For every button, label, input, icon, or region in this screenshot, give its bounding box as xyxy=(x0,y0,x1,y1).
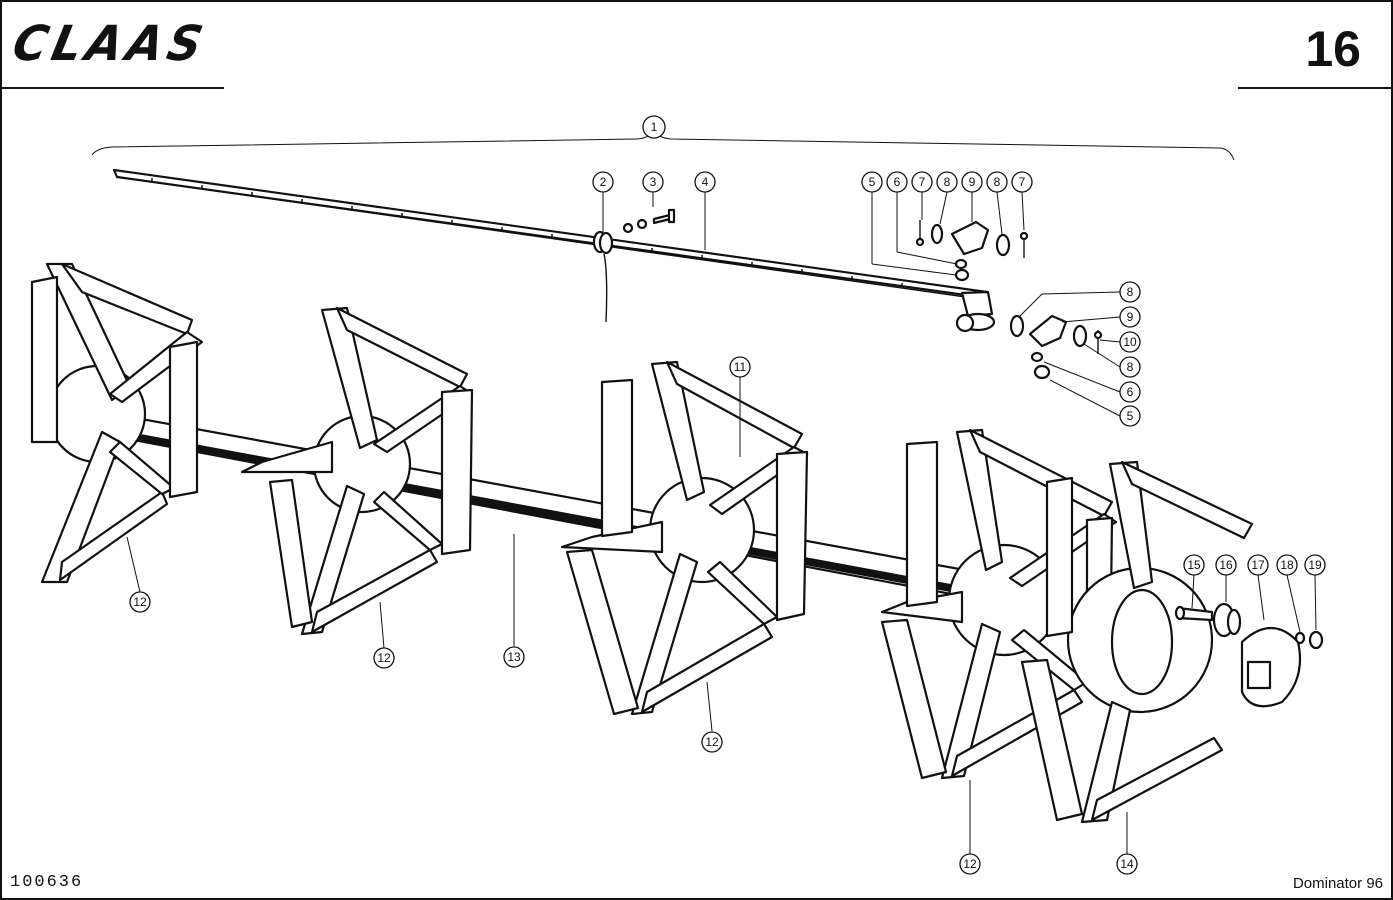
callout-4: 4 xyxy=(694,171,716,193)
callout-6b: 6 xyxy=(1119,381,1141,403)
callout-8d: 8 xyxy=(1119,356,1141,378)
callout-18: 18 xyxy=(1276,554,1298,576)
svg-text:7: 7 xyxy=(1019,175,1026,189)
svg-text:12: 12 xyxy=(133,595,147,609)
svg-text:5: 5 xyxy=(869,175,876,189)
svg-text:8: 8 xyxy=(944,175,951,189)
callout-2: 2 xyxy=(592,171,614,193)
svg-text:15: 15 xyxy=(1187,558,1201,572)
document-id: 100636 xyxy=(10,873,84,892)
callout-8a: 8 xyxy=(936,171,958,193)
svg-text:12: 12 xyxy=(377,651,391,665)
svg-text:6: 6 xyxy=(894,175,901,189)
callout-12d: 12 xyxy=(959,853,981,875)
svg-text:7: 7 xyxy=(919,175,926,189)
callout-1: 1 xyxy=(642,115,666,139)
callout-9b: 9 xyxy=(1119,306,1141,328)
svg-text:8: 8 xyxy=(1127,285,1134,299)
machine-model: Dominator 96 xyxy=(1292,875,1383,892)
callout-9a: 9 xyxy=(961,171,983,193)
reel-end-spider xyxy=(1020,460,1254,824)
callout-5b: 5 xyxy=(1119,405,1141,427)
callout-14: 14 xyxy=(1116,853,1138,875)
callout-10: 10 xyxy=(1119,331,1141,353)
drive-hardware xyxy=(1174,602,1324,708)
callout-5a: 5 xyxy=(861,171,883,193)
callout-16: 16 xyxy=(1215,554,1237,576)
svg-text:13: 13 xyxy=(507,650,521,664)
svg-text:11: 11 xyxy=(734,360,747,374)
svg-text:17: 17 xyxy=(1251,558,1265,572)
reel-spider-3 xyxy=(560,360,809,716)
svg-text:3: 3 xyxy=(650,175,657,189)
callout-8c: 8 xyxy=(1119,281,1141,303)
callout-6a: 6 xyxy=(886,171,908,193)
svg-text:10: 10 xyxy=(1123,335,1137,349)
control-rod xyxy=(112,168,996,333)
svg-text:12: 12 xyxy=(963,857,977,871)
svg-text:8: 8 xyxy=(1127,360,1134,374)
reel-spider-1 xyxy=(30,262,204,584)
callout-3: 3 xyxy=(642,171,664,193)
svg-text:1: 1 xyxy=(651,120,658,134)
svg-text:4: 4 xyxy=(702,175,709,189)
page-number: 16 xyxy=(1305,21,1361,77)
callout-12b: 12 xyxy=(373,647,395,669)
svg-text:16: 16 xyxy=(1219,558,1233,572)
svg-text:6: 6 xyxy=(1127,385,1134,399)
svg-text:8: 8 xyxy=(994,175,1001,189)
svg-text:5: 5 xyxy=(1127,409,1134,423)
callout-12a: 12 xyxy=(129,591,151,613)
svg-text:12: 12 xyxy=(705,735,719,749)
bolt-washer-set xyxy=(622,208,676,234)
svg-text:19: 19 xyxy=(1308,558,1322,572)
callout-11: 11 xyxy=(729,356,751,378)
callout-19: 19 xyxy=(1304,554,1326,576)
svg-text:14: 14 xyxy=(1120,857,1134,871)
callout-15: 15 xyxy=(1183,554,1205,576)
rod-bearing xyxy=(592,230,614,323)
callout-8b: 8 xyxy=(986,171,1008,193)
callout-7a: 7 xyxy=(911,171,933,193)
upper-clamp-hardware xyxy=(915,220,1029,282)
callout-17: 17 xyxy=(1247,554,1269,576)
lower-clamp-hardware xyxy=(1009,314,1103,380)
assembly-bracket xyxy=(91,128,1235,161)
callout-12c: 12 xyxy=(701,731,723,753)
svg-text:18: 18 xyxy=(1280,558,1294,572)
callout-13: 13 xyxy=(503,646,525,668)
svg-text:9: 9 xyxy=(1127,310,1134,324)
svg-text:2: 2 xyxy=(600,175,607,189)
leader-lines xyxy=(126,191,1317,854)
reel-spider-2 xyxy=(240,306,474,636)
svg-text:9: 9 xyxy=(969,175,976,189)
callout-7b: 7 xyxy=(1011,171,1033,193)
